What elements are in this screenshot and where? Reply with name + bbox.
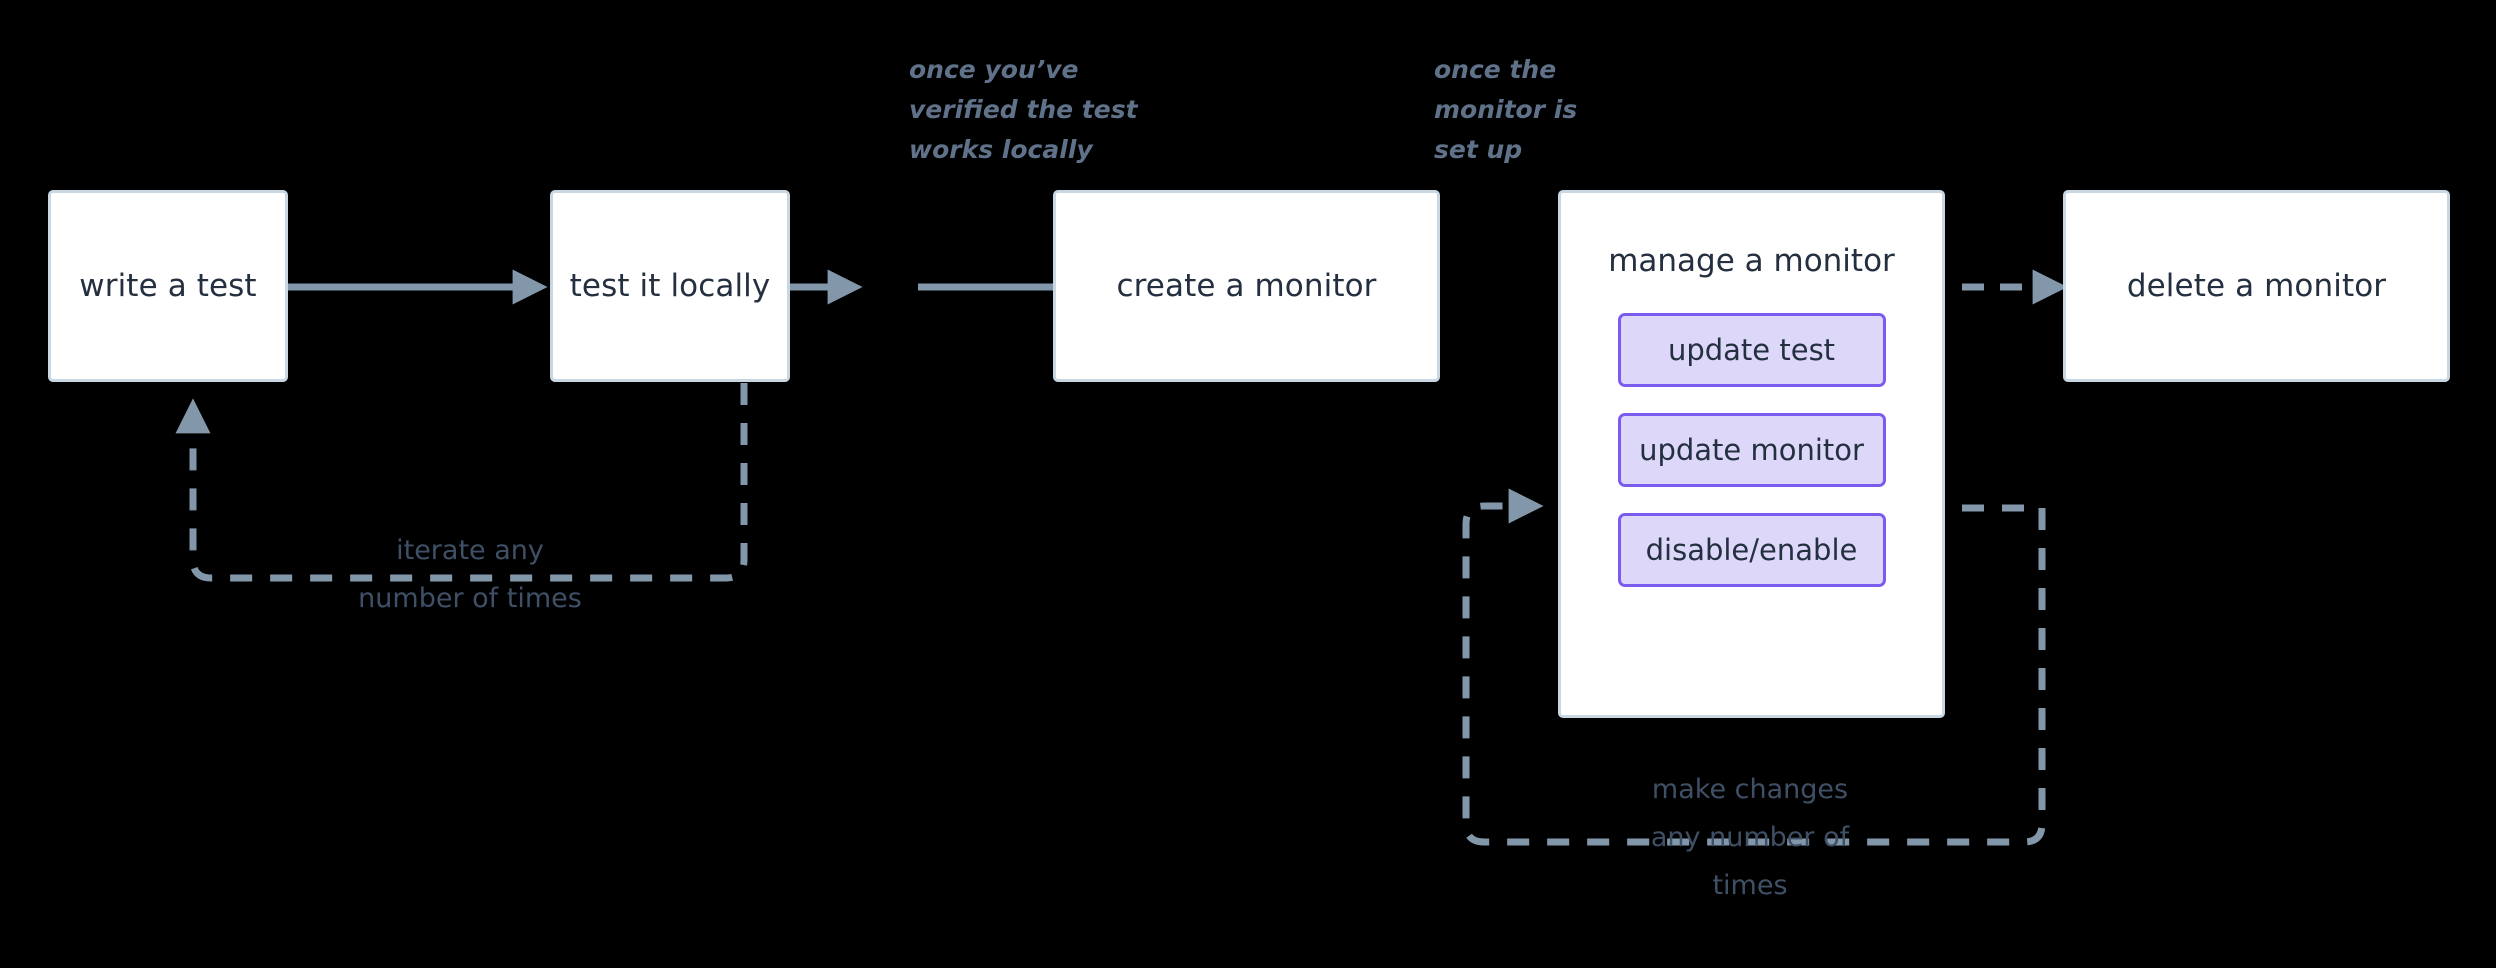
loop-label-iterate: iterate any number of times [358, 535, 582, 614]
sub-node-label: disable/enable [1645, 533, 1858, 567]
sub-node-label: update monitor [1639, 433, 1864, 467]
note-once-monitor-set-up: once the monitor is set up [1434, 55, 1578, 164]
node-create-a-monitor[interactable]: create a monitor [1053, 190, 1440, 382]
sub-node-disable-enable[interactable]: disable/enable [1617, 513, 1886, 587]
node-label: test it locally [569, 268, 771, 304]
note-once-verified: once you’ve verified the test works loca… [909, 55, 1138, 164]
node-label: create a monitor [1116, 268, 1377, 304]
node-delete-a-monitor[interactable]: delete a monitor [2063, 190, 2450, 382]
node-manage-a-monitor[interactable]: manage a monitor update test update moni… [1558, 190, 1945, 718]
group-title: manage a monitor [1608, 243, 1895, 279]
loop-label-make-changes: make changes any number of times [1650, 774, 1850, 901]
node-test-it-locally[interactable]: test it locally [550, 190, 790, 382]
sub-node-label: update test [1667, 333, 1836, 367]
sub-node-update-test[interactable]: update test [1617, 313, 1886, 387]
sub-node-update-monitor[interactable]: update monitor [1617, 413, 1886, 487]
node-label: delete a monitor [2126, 268, 2387, 304]
node-write-a-test[interactable]: write a test [48, 190, 288, 382]
node-label: write a test [79, 268, 257, 304]
